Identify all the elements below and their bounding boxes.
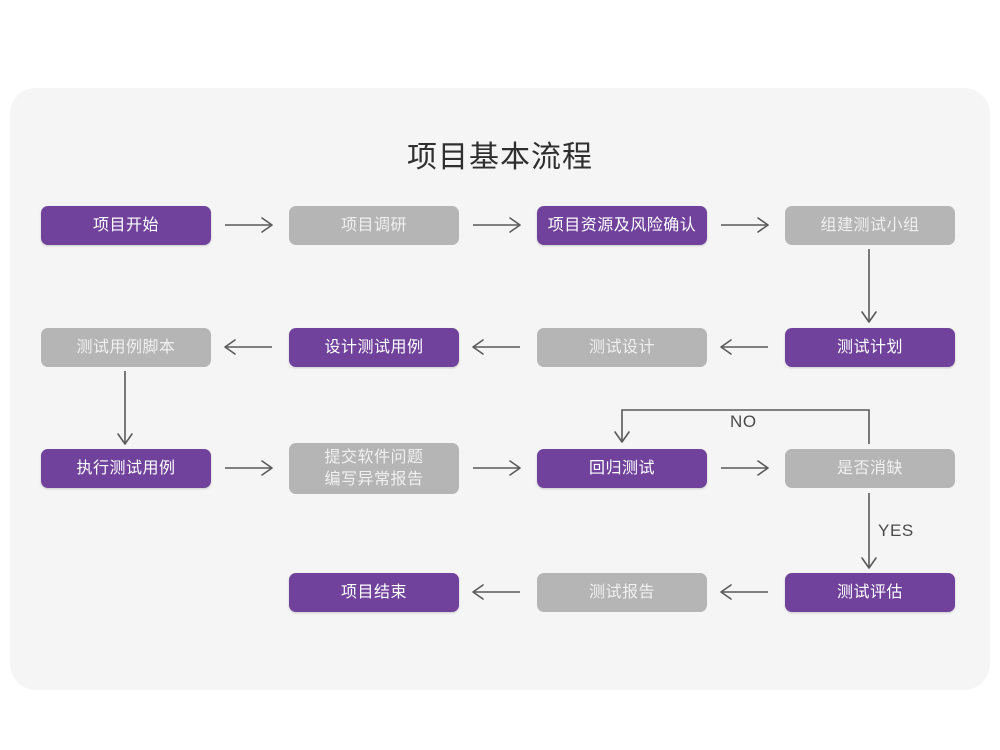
node-label: 项目开始 [92, 216, 159, 234]
node-test-evaluation[interactable]: 测试评估 [785, 573, 955, 612]
node-project-start[interactable]: 项目开始 [41, 206, 211, 245]
page-title: 项目基本流程 [407, 141, 593, 174]
node-label: 测试报告 [588, 583, 655, 601]
node-regression-test[interactable]: 回归测试 [537, 449, 707, 488]
node-test-case-script[interactable]: 测试用例脚本 [41, 328, 211, 367]
branch-label-no: NO [730, 412, 757, 431]
node-test-report[interactable]: 测试报告 [537, 573, 707, 612]
node-label: 提交软件问题 编写异常报告 [324, 448, 424, 488]
node-submit-issue-report[interactable]: 提交软件问题 编写异常报告 [289, 443, 459, 494]
node-test-design[interactable]: 测试设计 [537, 328, 707, 367]
node-label: 测试计划 [836, 338, 903, 356]
node-project-research[interactable]: 项目调研 [289, 206, 459, 245]
node-execute-test-case[interactable]: 执行测试用例 [41, 449, 211, 488]
node-label: 设计测试用例 [324, 338, 424, 356]
node-defect-cleared[interactable]: 是否消缺 [785, 449, 955, 488]
node-label: 测试设计 [588, 338, 655, 356]
node-label: 组建测试小组 [820, 216, 920, 234]
node-label: 项目结束 [340, 583, 407, 601]
node-label: 测试用例脚本 [76, 338, 176, 356]
node-resource-risk-confirm[interactable]: 项目资源及风险确认 [537, 206, 707, 245]
node-project-end[interactable]: 项目结束 [289, 573, 459, 612]
node-label: 是否消缺 [836, 459, 903, 477]
node-label: 执行测试用例 [76, 459, 176, 477]
branch-label-yes: YES [878, 521, 914, 540]
node-design-test-case[interactable]: 设计测试用例 [289, 328, 459, 367]
node-label: 项目调研 [340, 216, 407, 234]
node-label: 回归测试 [588, 459, 655, 477]
node-test-plan[interactable]: 测试计划 [785, 328, 955, 367]
node-label: 测试评估 [836, 583, 903, 601]
node-label: 项目资源及风险确认 [547, 216, 697, 234]
node-build-test-team[interactable]: 组建测试小组 [785, 206, 955, 245]
